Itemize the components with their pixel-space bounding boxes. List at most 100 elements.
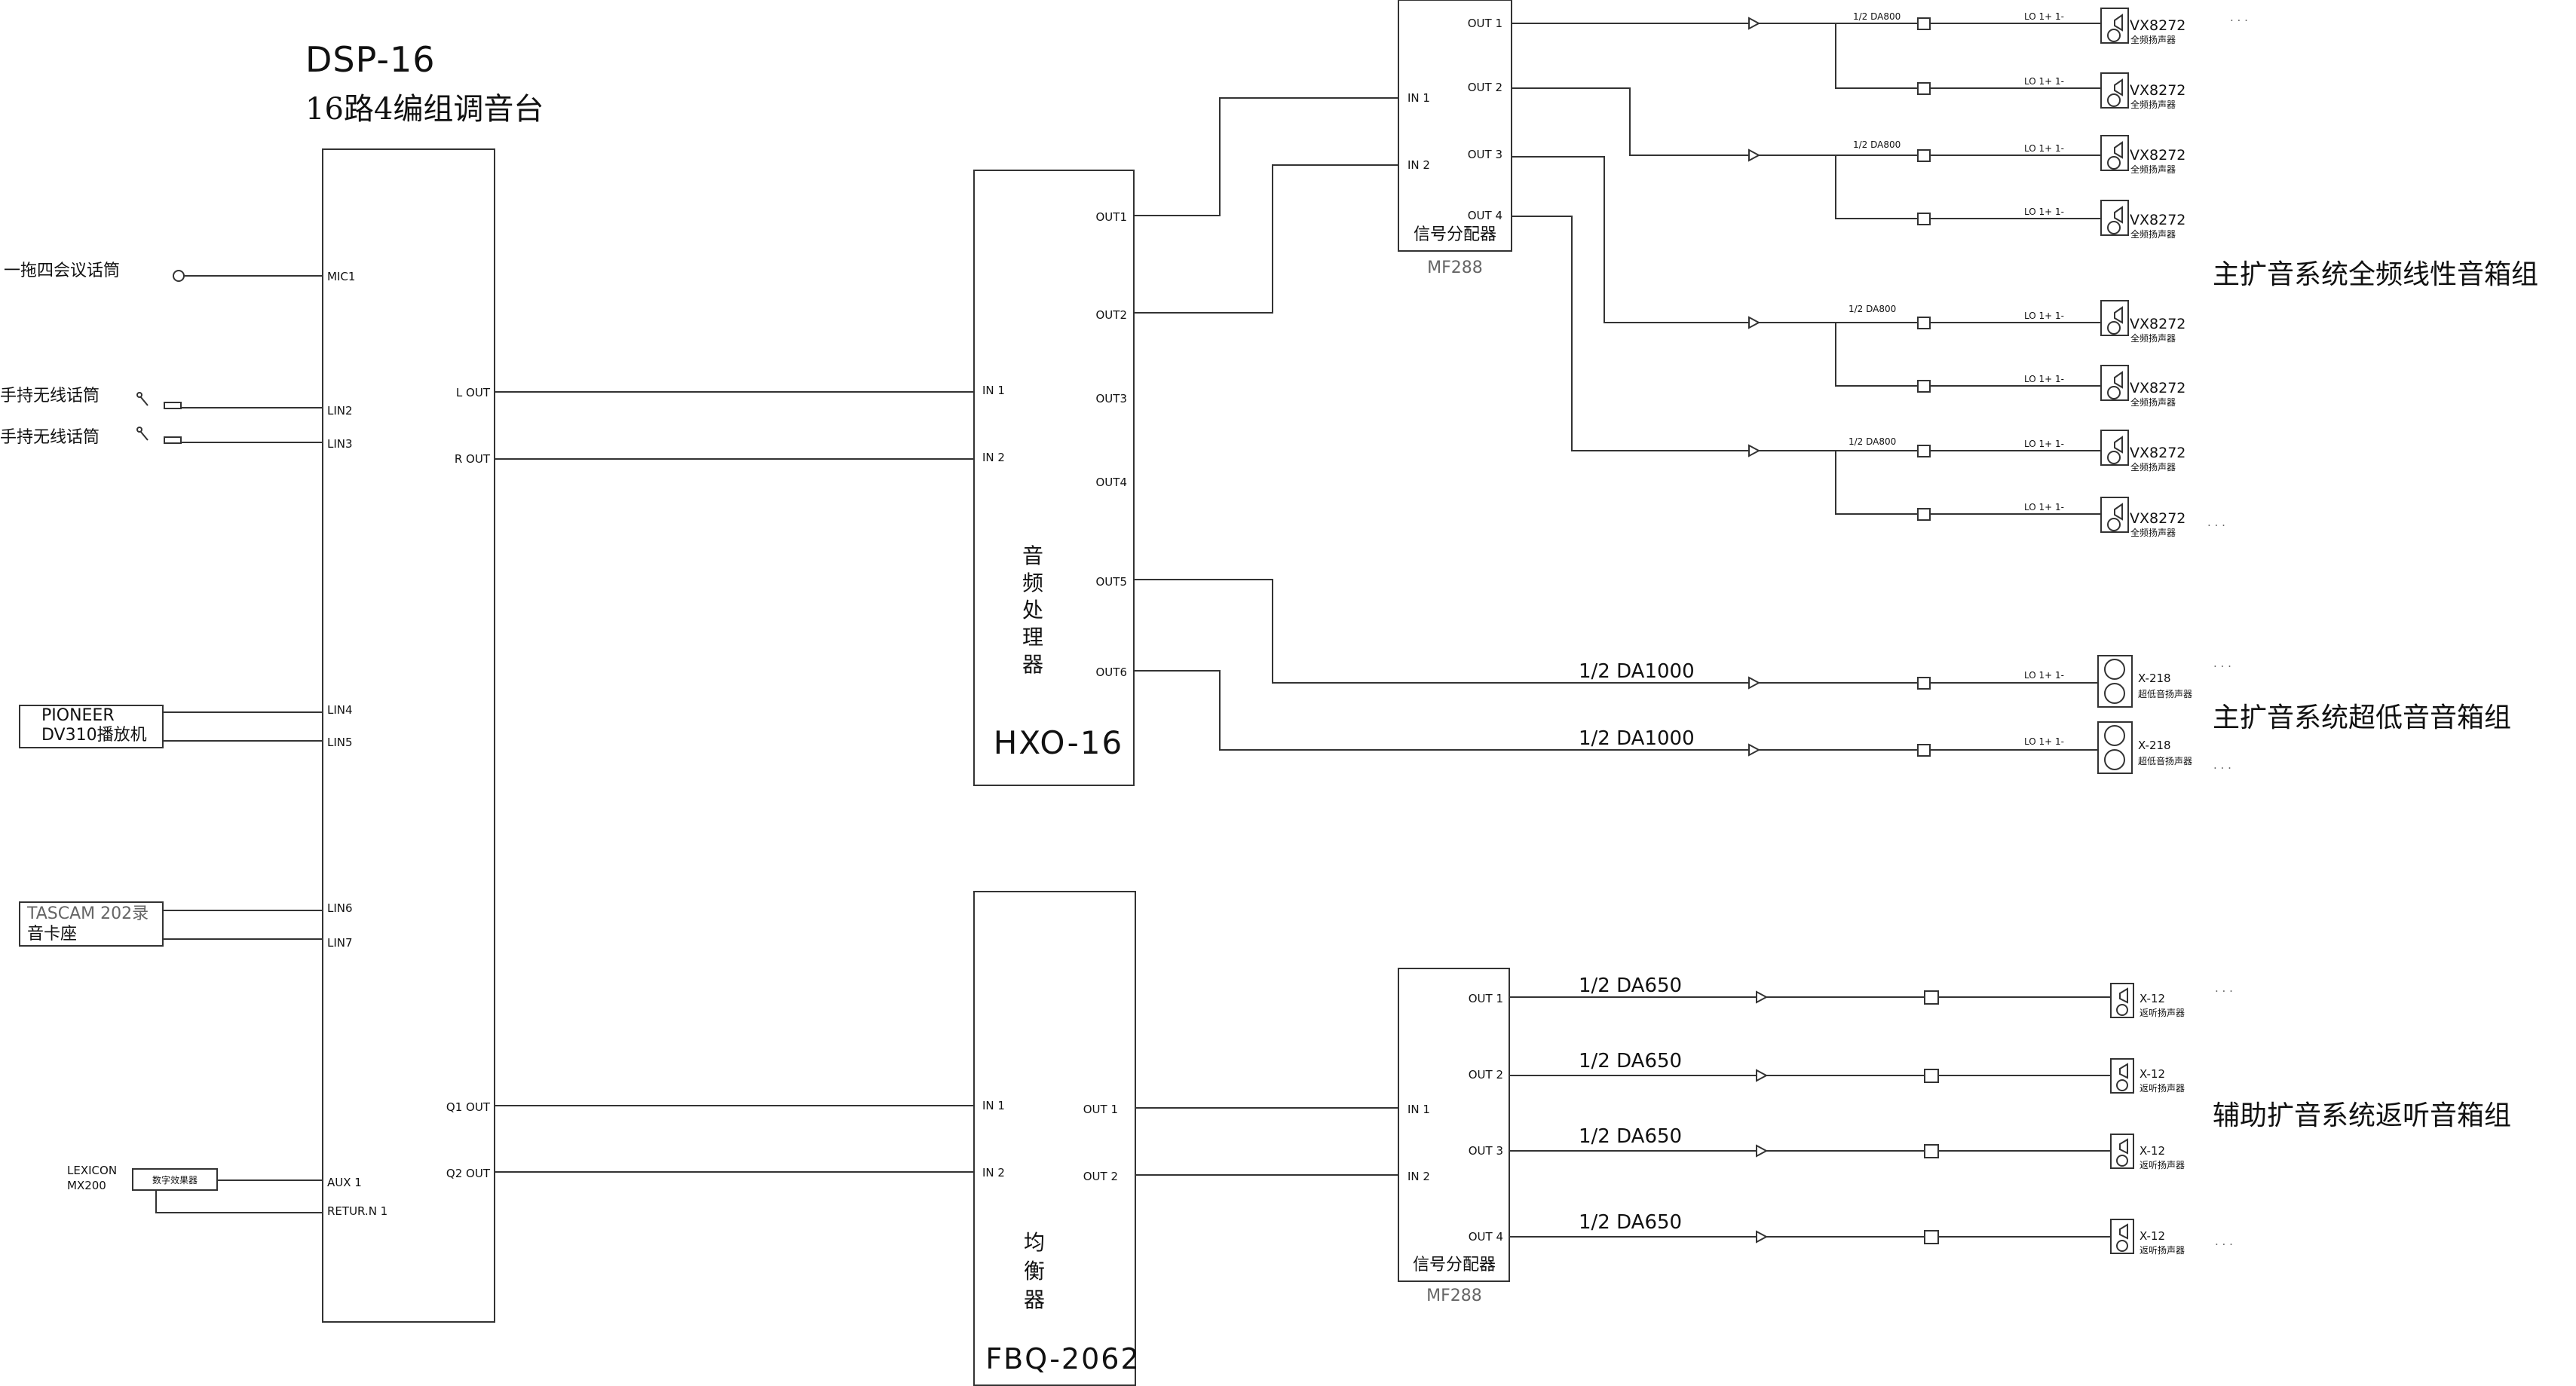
speaker-model: VX8272 — [2130, 316, 2185, 332]
processor-in-2: IN 2 — [982, 451, 1005, 464]
effects-unit-box — [132, 1168, 218, 1191]
speaker-desc: 全频扬声器 — [2130, 164, 2176, 175]
connector-label: LO 1+ 1- — [2024, 439, 2064, 449]
speaker-model: X-218 — [2138, 672, 2171, 685]
terminal-icon — [1924, 1069, 1939, 1083]
speaker-desc: 超低音扬声器 — [2138, 688, 2192, 699]
mixer-subtitle: 16路4编组调音台 — [305, 92, 544, 127]
processor-cn-4: 理 — [1022, 625, 1043, 650]
full-range-speaker-icon — [2100, 8, 2129, 44]
splitter-top-box — [1398, 0, 1512, 252]
processor-out-4: OUT4 — [1096, 476, 1128, 489]
terminal-icon — [1917, 508, 1931, 521]
terminal-icon — [1917, 445, 1931, 457]
splitter-bottom-in-1: IN 1 — [1407, 1103, 1430, 1116]
terminal-icon — [1917, 213, 1931, 225]
mixer-in-lin3: LIN3 — [327, 437, 353, 451]
speaker-model: VX8272 — [2130, 445, 2185, 461]
processor-out-1: OUT1 — [1096, 210, 1128, 224]
terminal-icon — [1924, 990, 1939, 1005]
full-range-speaker-icon — [2100, 135, 2129, 171]
mixer-in-return1: RETUR.N 1 — [327, 1204, 387, 1218]
amplifier-icon — [1748, 17, 1761, 30]
splitter-top-out-2: OUT 2 — [1468, 81, 1502, 94]
tascam-deck-box — [19, 901, 164, 947]
amp-label: 1/2 DA800 — [1849, 436, 1896, 447]
amp-label: 1/2 DA650 — [1579, 974, 1682, 997]
speaker-model: X-12 — [2140, 992, 2165, 1005]
connector-label: LO 1+ 1- — [2024, 374, 2064, 384]
terminal-icon — [1917, 380, 1931, 393]
speaker-desc: 返听扬声器 — [2140, 1007, 2185, 1018]
wire — [1134, 164, 1398, 314]
mixer-out-q1: Q1 OUT — [446, 1100, 491, 1114]
wire — [1835, 451, 1918, 515]
terminal-icon — [1924, 1144, 1939, 1158]
speaker-desc: 全频扬声器 — [2130, 332, 2176, 344]
amp-label: 1/2 DA800 — [1853, 11, 1901, 22]
amp-label: 1/2 DA650 — [1579, 1211, 1682, 1234]
amp-label: 1/2 DA1000 — [1579, 727, 1695, 750]
amplifier-icon — [1756, 990, 1769, 1004]
processor-cn-5: 器 — [1022, 652, 1043, 677]
wire — [1512, 156, 1749, 323]
terminal-icon — [1917, 317, 1931, 329]
monitor-speaker-icon — [2110, 1219, 2134, 1254]
splitter-top-out-3: OUT 3 — [1468, 148, 1502, 161]
connector-label: LO 1+ 1- — [2024, 76, 2064, 87]
full-range-speaker-icon — [2100, 72, 2129, 109]
speaker-model: X-218 — [2138, 739, 2171, 752]
amplifier-icon — [1748, 743, 1761, 757]
speaker-model: X-12 — [2140, 1229, 2165, 1243]
equalizer-in-2: IN 2 — [982, 1166, 1005, 1179]
connector-label: LO 1+ 1- — [2024, 736, 2064, 747]
processor-name: HXO-16 — [994, 724, 1124, 761]
ellipsis: . . . — [2213, 656, 2231, 670]
full-range-speaker-icon — [2100, 365, 2129, 401]
splitter-top-in-1: IN 1 — [1407, 91, 1430, 105]
speaker-desc: 超低音扬声器 — [2138, 755, 2192, 766]
equalizer-cn-3: 器 — [1024, 1287, 1045, 1312]
terminal-icon — [1917, 82, 1931, 95]
mixer-in-mic1: MIC1 — [327, 270, 355, 283]
mixer-box — [322, 148, 495, 1323]
connector-label: LO 1+ 1- — [2024, 207, 2064, 217]
mixer-out-r: R OUT — [455, 452, 491, 466]
ellipsis: . . . — [2215, 981, 2233, 995]
subwoofer-icon — [2097, 721, 2133, 774]
speaker-desc: 全频扬声器 — [2130, 527, 2176, 538]
speaker-model: VX8272 — [2130, 212, 2185, 228]
source-wireless-mic-2: 手持无线话筒 — [0, 428, 100, 447]
mixer-in-lin2: LIN2 — [327, 404, 353, 418]
splitter-bottom-out-2: OUT 2 — [1469, 1068, 1503, 1082]
mixer-in-lin5: LIN5 — [327, 736, 353, 749]
amp-label: 1/2 DA800 — [1853, 139, 1901, 150]
equalizer-cn-1: 均 — [1024, 1230, 1045, 1255]
wire — [1134, 579, 1749, 684]
monitor-speaker-icon — [2110, 1058, 2134, 1094]
processor-box — [973, 170, 1135, 786]
dvd-player-box — [19, 705, 164, 748]
splitter-top-in-2: IN 2 — [1407, 158, 1430, 172]
mixer-out-q2: Q2 OUT — [446, 1167, 491, 1180]
speaker-desc: 全频扬声器 — [2130, 228, 2176, 240]
amp-label: 1/2 DA650 — [1579, 1125, 1682, 1148]
wire — [1835, 323, 1918, 387]
speaker-desc: 返听扬声器 — [2140, 1159, 2185, 1170]
tascam-deck-type: 音卡座 — [27, 925, 77, 944]
splitter-top-label: 信号分配器 — [1414, 225, 1496, 244]
equalizer-cn-2: 衡 — [1024, 1259, 1045, 1284]
amplifier-icon — [1756, 1144, 1769, 1158]
speaker-model: VX8272 — [2130, 380, 2185, 396]
wire — [1512, 216, 1749, 451]
speaker-desc: 全频扬声器 — [2130, 396, 2176, 408]
ellipsis: . . . — [2215, 1235, 2233, 1248]
speaker-model: X-12 — [2140, 1067, 2165, 1081]
splitter-bottom-model: MF288 — [1426, 1287, 1482, 1305]
effects-unit-label: 数字效果器 — [152, 1174, 198, 1186]
connector-label: LO 1+ 1- — [2024, 11, 2064, 22]
source-wireless-mic-1: 手持无线话筒 — [0, 387, 100, 405]
connector-label: LO 1+ 1- — [2024, 502, 2064, 512]
mixer-out-l: L OUT — [456, 386, 491, 399]
speaker-model: VX8272 — [2130, 17, 2185, 34]
